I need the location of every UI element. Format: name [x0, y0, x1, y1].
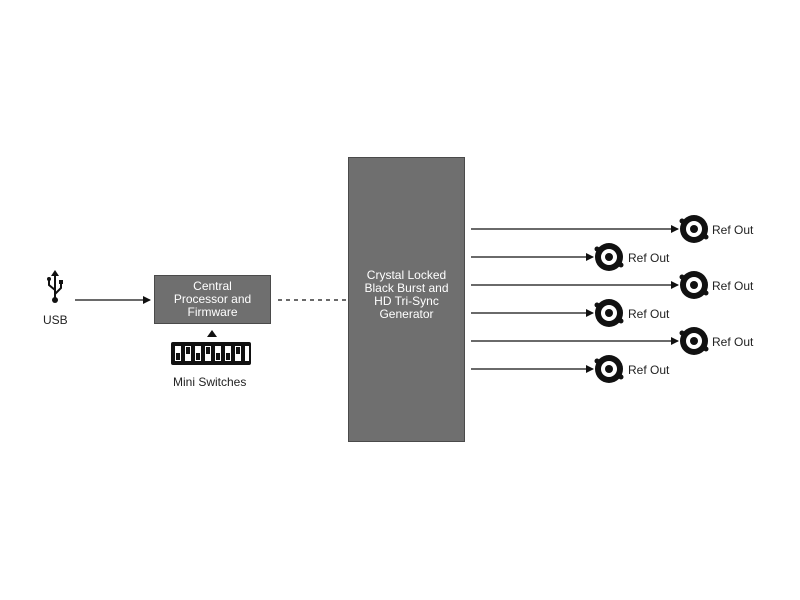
bnc-connector-icon	[679, 215, 709, 243]
output-arrows	[471, 225, 679, 373]
generator-line-1: Crystal Locked	[366, 267, 447, 282]
bnc-connector-icon	[594, 355, 624, 383]
ref-out-label-4: Ref Out	[628, 307, 670, 321]
generator-line-2: Black Burst and	[364, 280, 449, 295]
switch-to-processor-arrow	[207, 330, 217, 337]
ref-out-label-1: Ref Out	[712, 223, 754, 237]
ref-out-label-2: Ref Out	[628, 251, 670, 265]
processor-line-2: Processor and	[173, 292, 252, 306]
dip-switch-icon	[171, 342, 251, 365]
output-connectors	[594, 215, 709, 383]
bnc-connector-icon	[679, 271, 709, 299]
usb-icon	[47, 270, 63, 303]
mini-switches-label: Mini Switches	[173, 375, 247, 389]
bnc-connector-icon	[679, 327, 709, 355]
ref-out-label-3: Ref Out	[712, 279, 754, 293]
generator-line-3: HD Tri-Sync	[374, 293, 439, 308]
generator-box: Crystal Locked Black Burst and HD Tri-Sy…	[348, 157, 465, 442]
ref-out-label-5: Ref Out	[712, 335, 754, 349]
generator-line-4: Generator	[379, 306, 434, 321]
processor-box: Central Processor and Firmware	[154, 275, 271, 324]
bnc-connector-icon	[594, 299, 624, 327]
processor-line-3: Firmware	[187, 305, 238, 319]
usb-label: USB	[43, 313, 68, 327]
processor-line-1: Central	[193, 279, 232, 293]
bnc-connector-icon	[594, 243, 624, 271]
ref-out-label-6: Ref Out	[628, 363, 670, 377]
